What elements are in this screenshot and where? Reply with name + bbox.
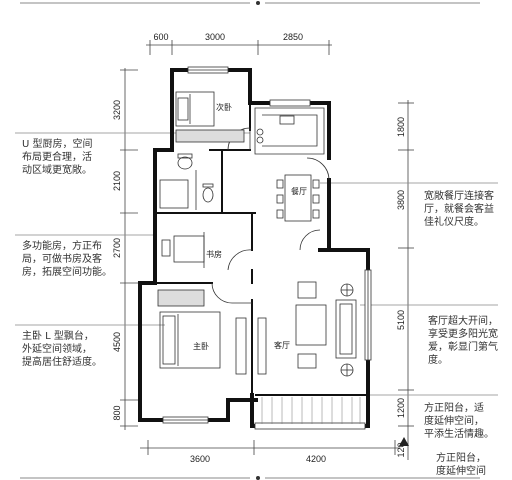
dim-left-5: 800 (112, 405, 122, 420)
annotation-balcony-bottom: 方正阳台， 度延伸空间 (436, 453, 486, 477)
dim-left-2: 2100 (112, 171, 122, 191)
top-dimension (146, 40, 332, 55)
room-label-secondary-bedroom: 次卧 (216, 102, 232, 112)
dim-left-3: 2700 (112, 238, 122, 258)
bathroom-fixtures (159, 153, 214, 210)
windows (162, 66, 372, 430)
dim-top-3: 2850 (283, 32, 303, 42)
annotation-dining: 宽敞餐厅连接客 厅，就餐会客益 佳礼仪尺度。 (424, 191, 494, 228)
dim-right-5: 120 (396, 442, 406, 457)
left-dimension (120, 68, 138, 430)
room-label-master-bedroom: 主卧 (193, 341, 209, 351)
study-furniture (161, 232, 205, 268)
room-label-dining: 餐厅 (291, 187, 307, 196)
dim-right-3: 5100 (396, 310, 406, 330)
dim-right-2: 3800 (396, 190, 406, 210)
dim-right-4: 1200 (396, 398, 406, 418)
dining-furniture (276, 174, 320, 222)
dim-right-1: 1800 (396, 117, 406, 137)
dim-top-2: 3000 (205, 32, 225, 42)
doors (211, 127, 330, 304)
right-dimension (398, 100, 414, 460)
dim-left-4: 4500 (112, 332, 122, 352)
annotation-multifunction-room: 多功能房，方正布 局，可做书房及客 房，拓展空间功能。 (22, 241, 112, 278)
room-label-living: 客厅 (274, 340, 290, 350)
annotation-living: 客厅超大开间， 享受更多阳光宽 爱，彰显门第气 度。 (428, 316, 498, 366)
living-furniture (257, 281, 357, 377)
annotation-balcony-right: 方正阳台，适 度延伸空间， 平添生活情趣。 (424, 403, 494, 440)
balcony-hatch (261, 397, 361, 424)
secondary-bedroom-furniture (175, 91, 245, 143)
dim-bottom-1: 3600 (190, 454, 210, 464)
master-bedroom-furniture (157, 289, 247, 375)
frame-dot (256, 1, 260, 5)
annotation-master-bedroom: 主卧 L 型飘台， 外延空间领域， 提高居住舒适度。 (22, 331, 102, 368)
frame-dot-bottom (256, 476, 260, 480)
kitchen-furniture (254, 107, 325, 155)
dim-bottom-2: 4200 (306, 454, 326, 464)
north-arrow-icon (399, 437, 409, 446)
bottom-dimension (140, 440, 400, 455)
dim-top-1: 600 (153, 32, 168, 42)
annotation-kitchen: U 型厨房，空间 布局更合理，活 动区域更宽敞。 (22, 139, 93, 176)
room-label-study: 书房 (206, 249, 222, 259)
dim-left-1: 3200 (112, 100, 122, 120)
